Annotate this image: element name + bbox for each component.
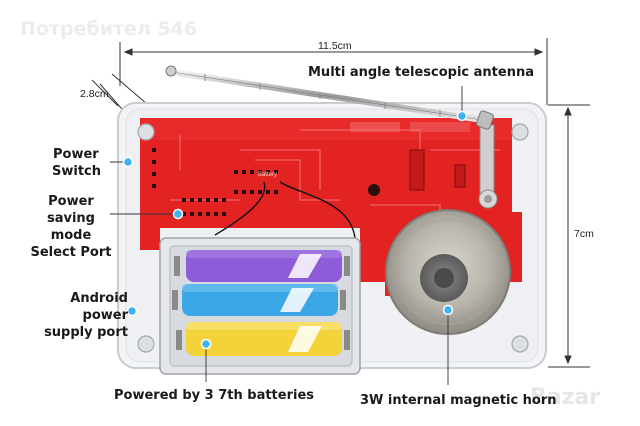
battery-wires (214, 181, 356, 239)
bazar-watermark: Bazar (530, 385, 601, 410)
android-line1: Android power (70, 291, 128, 323)
callout-dots (122, 110, 468, 350)
power-saving-line2: mode (50, 228, 92, 243)
horn-callout: 3W internal magnetic horn (360, 393, 557, 408)
battery-purple (186, 250, 342, 282)
telescopic-antenna (165, 65, 498, 209)
depth-dimension-label: 2.8cm (80, 88, 109, 100)
height-dimension-label: 7cm (574, 228, 594, 240)
power-saving-line1: Power saving (46, 194, 95, 226)
power-switch-callout: Power Switch (52, 146, 101, 180)
battery-contacts (172, 256, 350, 350)
antenna-callout: Multi angle telescopic antenna (308, 65, 534, 80)
batteries-callout: Powered by 3 7th batteries (114, 388, 315, 403)
power-saving-line3: Select Port (30, 245, 112, 260)
battery-blue (182, 284, 338, 316)
power-saving-callout: Power saving mode Select Port (30, 193, 112, 261)
height-dimension-line (548, 104, 590, 368)
android-line2: supply port (44, 325, 128, 340)
battery-pcb-label: Battery (258, 172, 277, 178)
width-dimension-label: 11.5cm (318, 40, 352, 52)
android-port-callout: Android power supply port (30, 290, 128, 341)
seller-watermark: Потребител 546 (20, 18, 198, 40)
power-switch-line2: Switch (52, 164, 102, 179)
width-dimension-line (119, 38, 548, 105)
case-screws (137, 123, 529, 353)
battery-yellow (186, 322, 342, 356)
power-switch-line1: Power (53, 147, 99, 162)
